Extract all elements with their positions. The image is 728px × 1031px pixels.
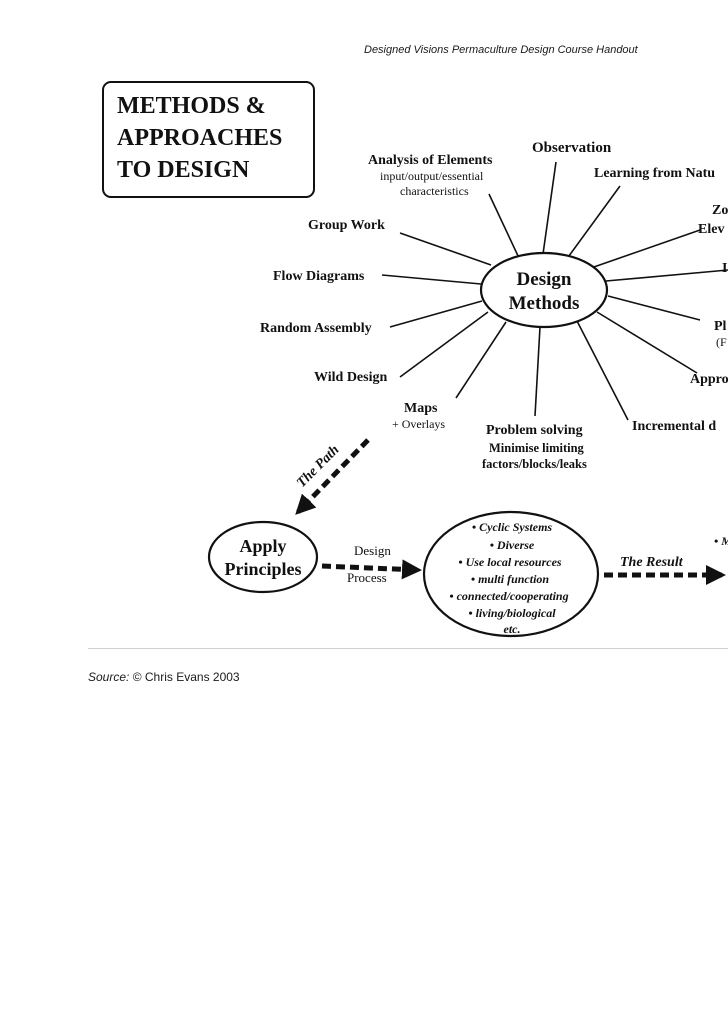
design-methods-node [479, 251, 609, 329]
principle-5: • connected/cooperating [449, 589, 568, 603]
design-process-arrow [321, 559, 422, 580]
label-i-fragment: I [722, 261, 727, 276]
principle-3: • Use local resources [458, 555, 562, 569]
path-label: The Path [294, 442, 342, 490]
apply-principles-node [207, 520, 319, 594]
label-appro: Appro [690, 372, 728, 387]
path-arrow [295, 438, 370, 515]
label-incremental: Incremental d [632, 419, 716, 434]
design-label: Design [354, 543, 391, 558]
apply-line-2: Principles [225, 559, 302, 579]
methods-diagram: METHODS & APPROACHES TO DESIGN Design Me… [102, 81, 728, 638]
title-line-2: APPROACHES [117, 125, 282, 151]
principle-7: etc. [504, 622, 521, 636]
label-learning: Learning from Natu [594, 166, 715, 181]
page-header: Designed Visions Permaculture Design Cou… [364, 44, 638, 56]
design-methods-line-2: Methods [509, 293, 580, 314]
figure-divider [88, 648, 728, 649]
spokes [381, 161, 728, 421]
label-analysis-sub-1: input/output/essential [380, 169, 484, 183]
label-problem-solving: Problem solving [486, 423, 583, 438]
design-methods-line-1: Design [517, 269, 572, 290]
label-pl: Pl [714, 319, 727, 334]
label-group-work: Group Work [308, 218, 385, 233]
label-minimise-2: factors/blocks/leaks [482, 457, 587, 471]
label-minimise-1: Minimise limiting [489, 441, 585, 455]
principle-4: • multi function [471, 572, 550, 586]
result-label: The Result [620, 555, 684, 570]
label-maps: Maps [404, 401, 438, 416]
principles-node [422, 510, 600, 638]
source-credit: Source: © Chris Evans 2003 [88, 670, 240, 684]
title-line-3: TO DESIGN [117, 157, 250, 183]
source-text: © Chris Evans 2003 [132, 670, 240, 684]
label-flow-diagrams: Flow Diagrams [273, 269, 365, 284]
label-p-fragment: (F [716, 335, 727, 349]
principle-6: • living/biological [468, 606, 556, 620]
right-bullet-fragment: • M [714, 534, 728, 548]
process-label: Process [347, 570, 387, 585]
title-box [102, 81, 315, 198]
label-elev: Elev [698, 222, 724, 237]
title-line-1: METHODS & [117, 93, 266, 119]
principle-2: • Diverse [490, 538, 535, 552]
label-analysis-sub-2: characteristics [400, 184, 469, 198]
label-random-assembly: Random Assembly [260, 321, 372, 336]
label-analysis-title: Analysis of Elements [368, 153, 493, 168]
label-zo: Zo [712, 203, 728, 218]
label-overlays: + Overlays [392, 417, 445, 431]
apply-line-1: Apply [239, 536, 286, 556]
label-wild-design: Wild Design [314, 370, 387, 385]
principle-1: • Cyclic Systems [472, 520, 553, 534]
source-label: Source: [88, 670, 130, 684]
label-observation: Observation [532, 140, 612, 156]
